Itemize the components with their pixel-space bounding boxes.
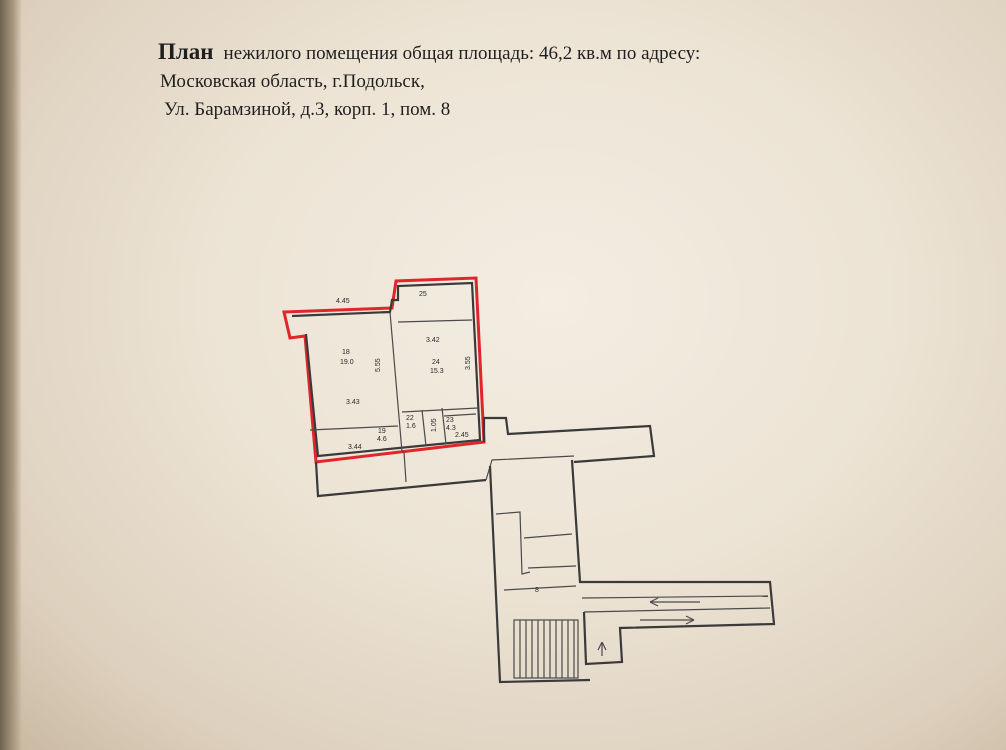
room-area: 1.6 xyxy=(406,423,416,430)
dim-small-b-width: 2.45 xyxy=(455,432,469,439)
unit-walls xyxy=(291,281,482,458)
header-line-1: План нежилого помещения общая площадь: 46… xyxy=(158,38,878,68)
room-area: 19.0 xyxy=(340,359,354,366)
stair-number: 8 xyxy=(535,587,539,594)
document-header: План нежилого помещения общая площадь: 46… xyxy=(158,38,878,124)
dim-room-left-height: 5.55 xyxy=(375,358,382,372)
plan-title-rest: нежилого помещения общая площадь: 46,2 к… xyxy=(223,43,701,64)
room-number: 23 xyxy=(446,417,454,424)
room-area: 4.6 xyxy=(377,436,387,443)
address-line-2: Ул. Барамзиной, д.3, корп. 1, пом. 8 xyxy=(164,99,451,120)
direction-arrows xyxy=(597,597,700,656)
dim-small-a-height: 1.05 xyxy=(431,418,438,432)
room-area: 15.3 xyxy=(430,368,444,375)
staircase xyxy=(513,619,579,679)
room-area: 4.3 xyxy=(446,425,456,432)
plan-title-word: План xyxy=(158,39,214,64)
room-number: 19 xyxy=(378,428,386,435)
dim-room-right-width: 3.42 xyxy=(426,337,440,344)
dim-room-left-width: 3.43 xyxy=(346,399,360,406)
dim-corridor-width: 3.44 xyxy=(348,444,362,451)
room-number: 22 xyxy=(406,415,414,422)
dim-room-right-height: 3.55 xyxy=(465,356,472,370)
dim-top-width: 4.45 xyxy=(336,298,350,305)
page-edge-shadow xyxy=(0,0,22,750)
room-number: 25 xyxy=(419,291,427,298)
building-walls xyxy=(314,416,776,684)
room-number: 18 xyxy=(342,349,350,356)
address-line-1: Московская область, г.Подольск, xyxy=(160,71,425,92)
room-number: 24 xyxy=(432,359,440,366)
